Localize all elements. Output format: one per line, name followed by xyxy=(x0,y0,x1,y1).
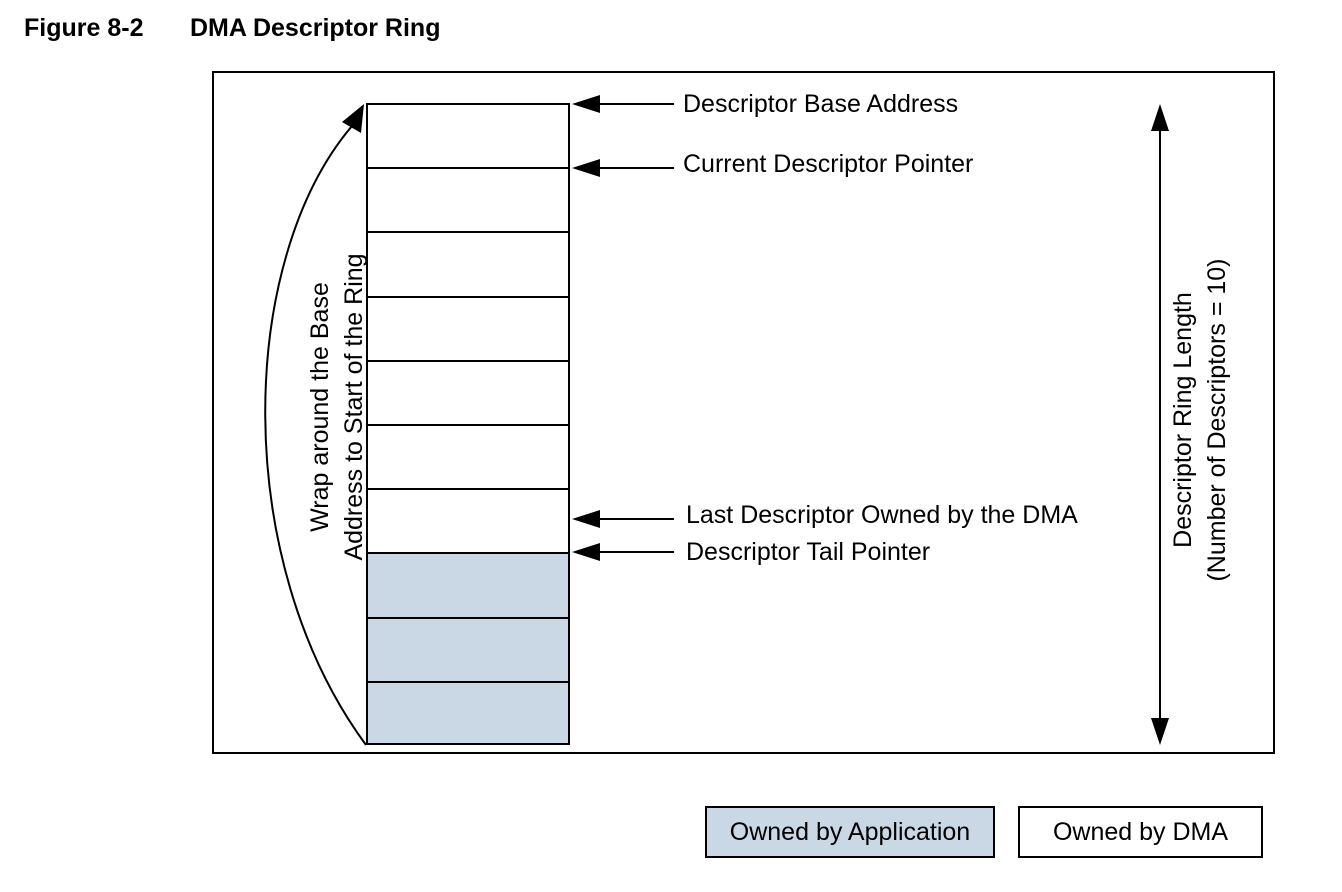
pointer-arrow-current-descriptor xyxy=(572,159,674,177)
descriptor-slot-owned-by-dma xyxy=(366,424,570,491)
descriptor-slot-owned-by-dma xyxy=(366,295,570,362)
descriptor-ring xyxy=(366,103,570,745)
figure-number: Figure 8-2 xyxy=(24,14,144,42)
ring-length-label-line2: (Number of Descriptors = 10) xyxy=(1203,258,1231,582)
wrap-around-label-line2: Address to Start of the Ring xyxy=(340,253,368,561)
label-descriptor-tail-pointer: Descriptor Tail Pointer xyxy=(686,538,931,566)
wrap-around-arrow xyxy=(264,104,367,746)
descriptor-slot-owned-by-dma xyxy=(366,359,570,426)
descriptor-slot-owned-by-dma xyxy=(366,167,570,234)
ring-length-arrow xyxy=(1151,104,1169,745)
diagram-frame xyxy=(212,71,1275,754)
pointer-arrow-tail-pointer xyxy=(572,543,674,561)
label-current-descriptor-pointer: Current Descriptor Pointer xyxy=(683,150,974,178)
legend-owned-by-application-label: Owned by Application xyxy=(729,817,971,846)
figure-title: DMA Descriptor Ring xyxy=(190,14,441,42)
descriptor-slot-owned-by-dma xyxy=(366,231,570,298)
descriptor-slot-owned-by-application xyxy=(366,680,570,745)
legend-owned-by-dma-label: Owned by DMA xyxy=(1052,817,1229,846)
wrap-around-label-line1: Wrap around the Base xyxy=(306,282,334,532)
descriptor-slot-owned-by-application xyxy=(366,616,570,683)
legend-owned-by-dma: Owned by DMA xyxy=(1018,806,1263,858)
pointer-arrow-base-address xyxy=(572,95,674,113)
ring-length-label: Descriptor Ring Length (Number of Descri… xyxy=(1166,258,1234,581)
pointer-arrow-last-owned-by-dma xyxy=(572,510,674,528)
ring-length-label-line1: Descriptor Ring Length xyxy=(1169,292,1197,548)
descriptor-slot-owned-by-dma xyxy=(366,488,570,555)
legend-owned-by-application: Owned by Application xyxy=(705,806,995,858)
descriptor-slot-owned-by-application xyxy=(366,552,570,619)
label-last-descriptor-owned-by-dma: Last Descriptor Owned by the DMA xyxy=(686,501,1078,529)
wrap-around-label: Wrap around the Base Address to Start of… xyxy=(303,253,371,560)
label-descriptor-base-address: Descriptor Base Address xyxy=(683,90,959,118)
descriptor-slot-owned-by-dma xyxy=(366,103,570,170)
